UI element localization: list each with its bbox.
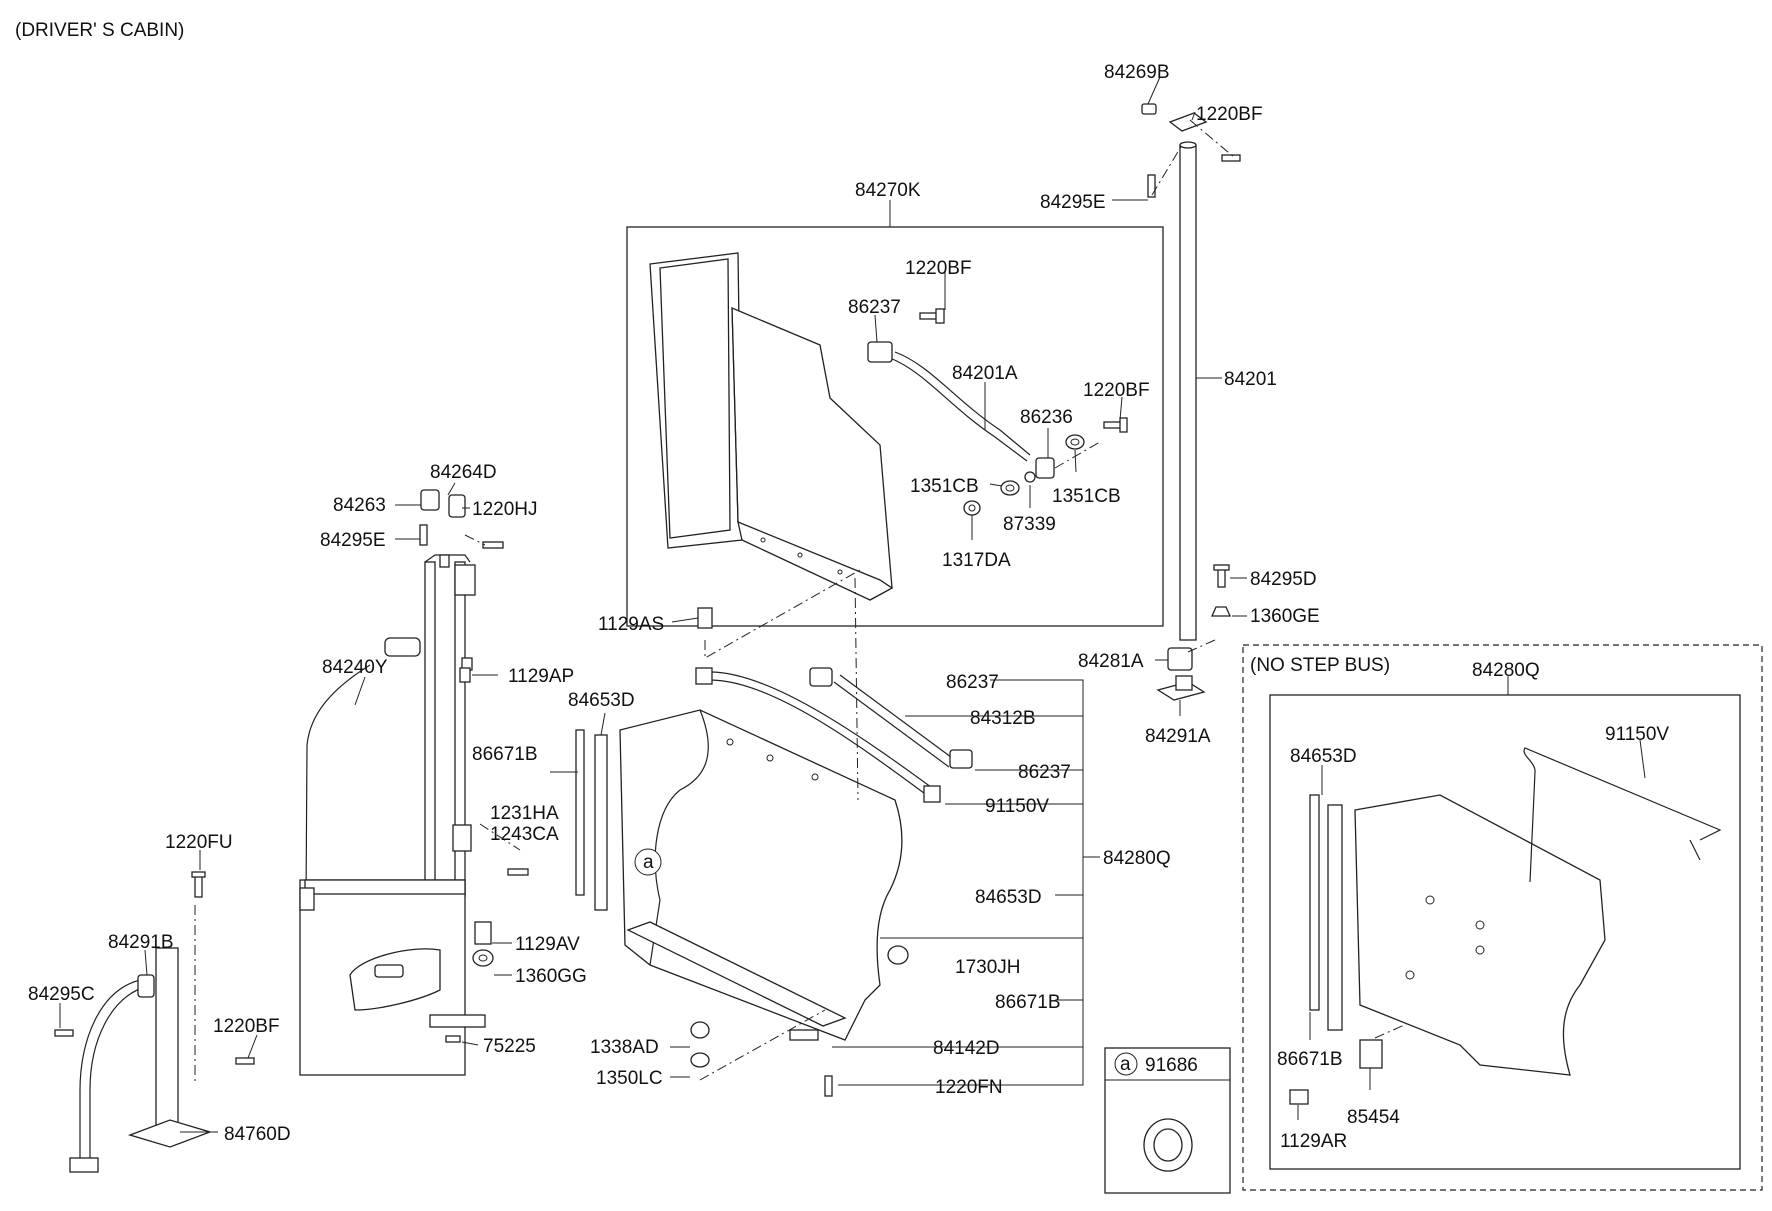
screw-1243ca [507,868,529,876]
callout-part-number: 91686 [1145,1055,1198,1076]
stand-84760d [69,947,213,1173]
label-1129ap: 1129AP [508,666,574,687]
assembly-box-84280q-r [1269,694,1741,1170]
label-1243ca: 1243CA [490,824,559,845]
label-1231ha: 1231HA [490,803,559,824]
clip-75225 [445,1035,461,1043]
washer-1350lc [690,1052,710,1068]
label-84291b: 84291B [108,932,174,953]
label-86671b-r: 86671B [1277,1049,1343,1070]
label-84201: 84201 [1224,369,1277,390]
nut-87339 [1024,471,1036,483]
nut-1338ad [690,1021,710,1039]
pole-84201 [1141,103,1241,701]
bolt-1129ap [459,667,471,683]
label-84295c: 84295C [28,984,95,1005]
label-86237-b: 86237 [1018,762,1071,783]
bolt-1220bf-mid [919,308,945,324]
bolt-1220fu [191,871,206,898]
label-1350lc: 1350LC [596,1068,663,1089]
screen-frame [649,252,894,601]
label-86671b-c2: 86671B [995,992,1061,1013]
callout-letter-partition: a [643,852,654,873]
label-1220fu: 1220FU [165,832,233,853]
label-1351cb-r: 1351CB [1052,486,1121,507]
label-84281a: 84281A [1078,651,1144,672]
label-84264d: 84264D [430,462,497,483]
washer-1360gg [472,949,494,967]
no-step-bus-box [1242,644,1763,1191]
label-84760d: 84760D [224,1124,291,1145]
label-1360ge: 1360GE [1250,606,1320,627]
label-84269b: 84269B [1104,62,1170,83]
label-84295e-top: 84295E [1040,192,1106,213]
label-84312b: 84312B [970,708,1036,729]
label-87339: 87339 [1003,514,1056,535]
leader-lines [59,76,1646,1133]
label-86237-top: 86237 [848,297,901,318]
rail-84142d [626,921,847,1041]
callout-letter: a [1120,1054,1131,1075]
hinge-84264d [419,489,504,568]
section-title: (DRIVER' S CABIN) [15,20,184,41]
label-84280q-c: 84280Q [1103,848,1171,869]
label-86236: 86236 [1020,407,1073,428]
label-84295d: 84295D [1250,569,1317,590]
callout-box [1104,1047,1231,1194]
bolt-1129av [474,921,492,945]
label-1129av: 1129AV [515,934,580,955]
label-91150v-r: 91150V [1605,724,1669,745]
label-1351cb-l: 1351CB [910,476,979,497]
label-84270k: 84270K [855,180,921,201]
label-1129as: 1129AS [598,614,664,635]
label-84653d-c: 84653D [568,690,635,711]
grommet-1730jh [887,945,909,965]
rod-84312b [809,667,973,769]
label-1317da: 1317DA [942,550,1011,571]
partition-84653d [575,709,903,1041]
label-84201a: 84201A [952,363,1018,384]
label-84653d-c2: 84653D [975,887,1042,908]
washer-1351cb-l [1000,480,1020,496]
label-84295e-l: 84295E [320,530,386,551]
bolt-84295c [54,1029,74,1037]
part-labels: 84269B 1220BF 84295E 84270K 1220BF 86237… [28,62,1669,1152]
label-84291a: 84291A [1145,726,1211,747]
label-1220bf-top: 1220BF [1196,104,1263,125]
rod-91150v [695,667,941,803]
bolt-1220fn [824,1075,833,1097]
label-1220hj: 1220HJ [472,499,538,520]
label-84240y: 84240Y [322,657,388,678]
label-91150v-c: 91150V [985,796,1049,817]
label-75225: 75225 [483,1036,536,1057]
label-84653d-r: 84653D [1290,746,1357,767]
label-86671b-c: 86671B [472,744,538,765]
label-84263: 84263 [333,495,386,516]
label-1129ar: 1129AR [1280,1131,1347,1152]
label-1730jh: 1730JH [955,957,1021,978]
rod-84201a [867,341,1055,479]
label-1220bf-r: 1220BF [1083,380,1150,401]
label-84280q-r: 84280Q [1472,660,1540,681]
nut-1317da [963,500,981,516]
partition-right [1289,747,1722,1105]
bolt-1220bf-l [235,1057,255,1065]
label-1360gg: 1360GG [515,966,587,987]
door-84240y [299,554,486,1076]
bolt-1129as [697,607,713,629]
label-1220fn: 1220FN [935,1077,1003,1098]
label-1220bf-mid: 1220BF [905,258,972,279]
label-1220bf-l: 1220BF [213,1016,280,1037]
grommet-91686 [1143,1118,1193,1172]
washer-1351cb-r [1065,434,1085,450]
label-85454: 85454 [1347,1107,1400,1128]
label-86237-a: 86237 [946,672,999,693]
label-84142d: 84142D [933,1038,1000,1059]
bolt-1220bf-r [1103,417,1128,433]
label-1338ad: 1338AD [590,1037,659,1058]
assembly-box-84270k [626,226,1164,627]
label-no-step-bus: (NO STEP BUS) [1250,655,1390,676]
